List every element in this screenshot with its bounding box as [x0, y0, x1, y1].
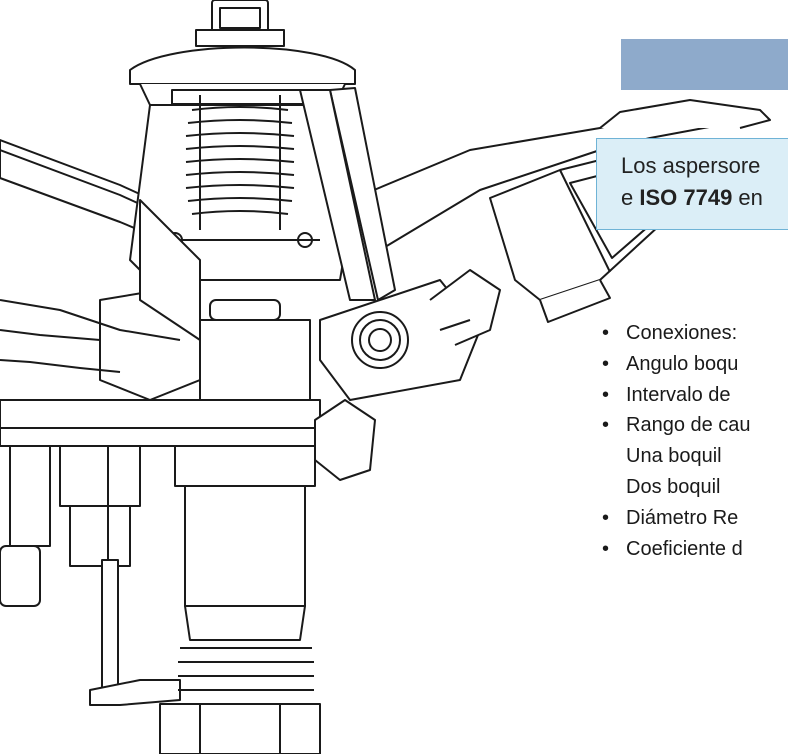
title-bar: [621, 39, 788, 90]
note-text-2: e: [621, 185, 640, 210]
spec-item: •Angulo boqu: [602, 352, 739, 375]
note-text-1: Los aspersore: [621, 153, 761, 178]
spec-item: •Conexiones:: [602, 322, 738, 344]
spec-list: •Conexiones: •Angulo boqu •Intervalo de …: [602, 318, 788, 564]
note-box: Los aspersore e ISO 7749 en: [596, 138, 788, 230]
note-text-3: en: [732, 185, 763, 210]
spec-item: •Diámetro Re: [602, 506, 739, 529]
spec-item: •Coeficiente d: [602, 537, 743, 560]
spec-item: •Rango de cau: [602, 414, 751, 437]
note-standard: ISO 7749: [639, 185, 733, 210]
spec-subitem: Dos boquil: [626, 475, 721, 498]
spec-item: •Intervalo de: [602, 383, 731, 406]
spec-subitem: Una boquil: [626, 445, 722, 468]
